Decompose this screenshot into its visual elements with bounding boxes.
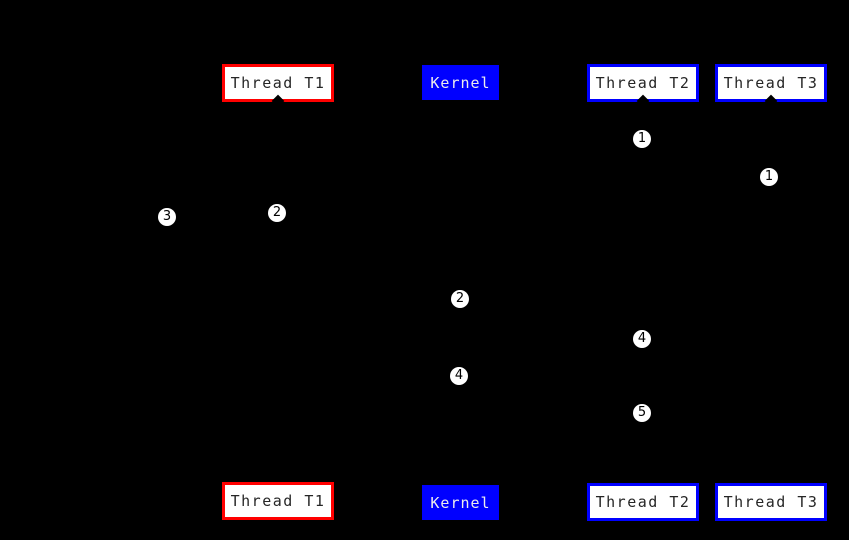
participant-thread-t2-bottom: Thread T2	[587, 483, 699, 521]
participant-kernel-top: Kernel	[422, 65, 499, 100]
step-marker: 4	[633, 330, 651, 348]
step-marker: 2	[451, 290, 469, 308]
step-marker: 1	[760, 168, 778, 186]
step-marker: 5	[633, 404, 651, 422]
participant-kernel-bottom: Kernel	[422, 485, 499, 520]
step-marker: 3	[158, 208, 176, 226]
step-marker: 4	[450, 367, 468, 385]
participant-thread-t1-bottom: Thread T1	[222, 482, 334, 520]
participant-thread-t3-bottom: Thread T3	[715, 483, 827, 521]
step-marker: 2	[268, 204, 286, 222]
step-marker: 1	[633, 130, 651, 148]
